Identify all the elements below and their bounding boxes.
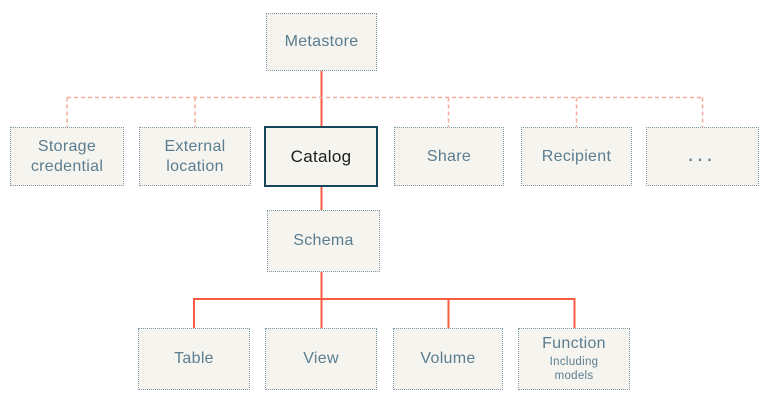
node-metastore-label: Metastore [284, 33, 359, 50]
node-storage-credential: Storage credential [10, 127, 124, 186]
node-recipient: Recipient [521, 127, 632, 186]
node-function: Function Including models [518, 328, 630, 390]
node-function-sublabel: Including models [549, 356, 599, 382]
node-ellipsis-label: ... [688, 147, 717, 165]
node-ellipsis: ... [646, 127, 759, 186]
node-share: Share [394, 127, 504, 186]
node-catalog-label: Catalog [290, 146, 352, 166]
node-table-label: Table [174, 350, 214, 367]
node-share-label: Share [426, 147, 472, 165]
node-table: Table [138, 328, 250, 390]
node-volume-label: Volume [420, 350, 476, 367]
node-recipient-label: Recipient [541, 147, 612, 165]
node-volume: Volume [393, 328, 503, 390]
node-external-location: External location [139, 127, 251, 186]
node-view: View [265, 328, 377, 390]
node-metastore: Metastore [266, 13, 377, 71]
node-external-location-label: External location [164, 137, 226, 175]
node-catalog: Catalog [264, 126, 378, 187]
node-schema: Schema [267, 210, 380, 272]
node-view-label: View [303, 350, 339, 367]
node-schema-label: Schema [293, 232, 354, 249]
node-function-label: Function [542, 335, 606, 353]
node-storage-credential-label: Storage credential [30, 137, 104, 175]
